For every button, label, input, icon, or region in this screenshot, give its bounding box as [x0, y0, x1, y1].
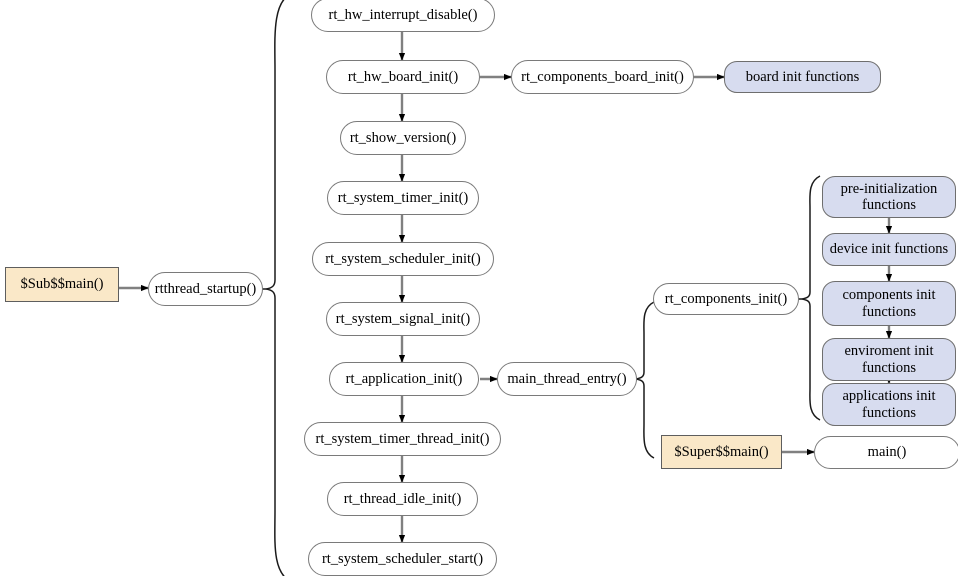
node-enviroment-init-functions-label: enviroment init functions	[844, 343, 934, 376]
node-board-init-functions-label: board init functions	[745, 68, 860, 85]
node-rt-system-signal-init-label: rt_system_signal_init()	[335, 310, 471, 327]
node-rt-components-init[interactable]: rt_components_init()	[653, 283, 799, 315]
node-rt-show-version-label: rt_show_version()	[349, 129, 457, 146]
node-rt-application-init[interactable]: rt_application_init()	[329, 362, 479, 396]
node-device-init-functions[interactable]: device init functions	[822, 233, 956, 266]
node-main[interactable]: main()	[814, 436, 958, 469]
node-main-label: main()	[867, 444, 907, 461]
node-applications-init-functions-label: applications init functions	[842, 388, 936, 421]
node-rt-components-init-label: rt_components_init()	[664, 290, 788, 307]
node-super-main[interactable]: $Super$$main()	[661, 435, 782, 469]
startup-brace	[265, 0, 285, 576]
node-rt-hw-interrupt-disable-label: rt_hw_interrupt_disable()	[328, 6, 478, 23]
node-components-init-functions-label: components init functions	[842, 287, 936, 320]
node-rt-show-version[interactable]: rt_show_version()	[340, 121, 466, 155]
node-main-thread-entry-label: main_thread_entry()	[507, 370, 627, 387]
node-components-init-functions[interactable]: components init functions	[822, 281, 956, 326]
node-super-main-label: $Super$$main()	[674, 443, 769, 460]
node-rt-system-timer-thread-init-label: rt_system_timer_thread_init()	[315, 430, 490, 447]
node-pre-initialization-functions-label: pre-initialization functions	[840, 180, 938, 213]
node-rt-system-scheduler-start-label: rt_system_scheduler_start()	[321, 550, 484, 567]
node-board-init-functions[interactable]: board init functions	[724, 61, 881, 93]
node-rt-system-timer-thread-init[interactable]: rt_system_timer_thread_init()	[304, 422, 501, 456]
node-main-thread-entry[interactable]: main_thread_entry()	[497, 362, 637, 396]
node-rtthread-startup[interactable]: rtthread_startup()	[148, 272, 263, 306]
node-sub-main-label: $Sub$$main()	[20, 276, 104, 293]
node-rt-hw-board-init-label: rt_hw_board_init()	[347, 68, 459, 85]
components-brace	[801, 175, 821, 421]
node-rt-hw-board-init[interactable]: rt_hw_board_init()	[326, 60, 480, 94]
node-rt-system-scheduler-start[interactable]: rt_system_scheduler_start()	[308, 542, 497, 576]
node-rt-application-init-label: rt_application_init()	[345, 370, 463, 387]
entry-brace	[635, 301, 655, 459]
node-rt-hw-interrupt-disable[interactable]: rt_hw_interrupt_disable()	[311, 0, 495, 32]
node-rt-system-timer-init-label: rt_system_timer_init()	[337, 189, 469, 206]
node-rt-system-signal-init[interactable]: rt_system_signal_init()	[326, 302, 480, 336]
node-enviroment-init-functions[interactable]: enviroment init functions	[822, 338, 956, 381]
node-rt-system-scheduler-init-label: rt_system_scheduler_init()	[325, 250, 481, 267]
node-rt-components-board-init-label: rt_components_board_init()	[521, 68, 684, 85]
node-rt-components-board-init[interactable]: rt_components_board_init()	[511, 60, 694, 94]
node-rtthread-startup-label: rtthread_startup()	[154, 280, 257, 297]
node-rt-system-scheduler-init[interactable]: rt_system_scheduler_init()	[312, 242, 494, 276]
node-applications-init-functions[interactable]: applications init functions	[822, 383, 956, 426]
node-rt-thread-idle-init[interactable]: rt_thread_idle_init()	[327, 482, 478, 516]
node-rt-thread-idle-init-label: rt_thread_idle_init()	[343, 490, 462, 507]
node-sub-main[interactable]: $Sub$$main()	[5, 267, 119, 302]
node-device-init-functions-label: device init functions	[829, 241, 949, 258]
node-rt-system-timer-init[interactable]: rt_system_timer_init()	[327, 181, 479, 215]
node-pre-initialization-functions[interactable]: pre-initialization functions	[822, 176, 956, 218]
